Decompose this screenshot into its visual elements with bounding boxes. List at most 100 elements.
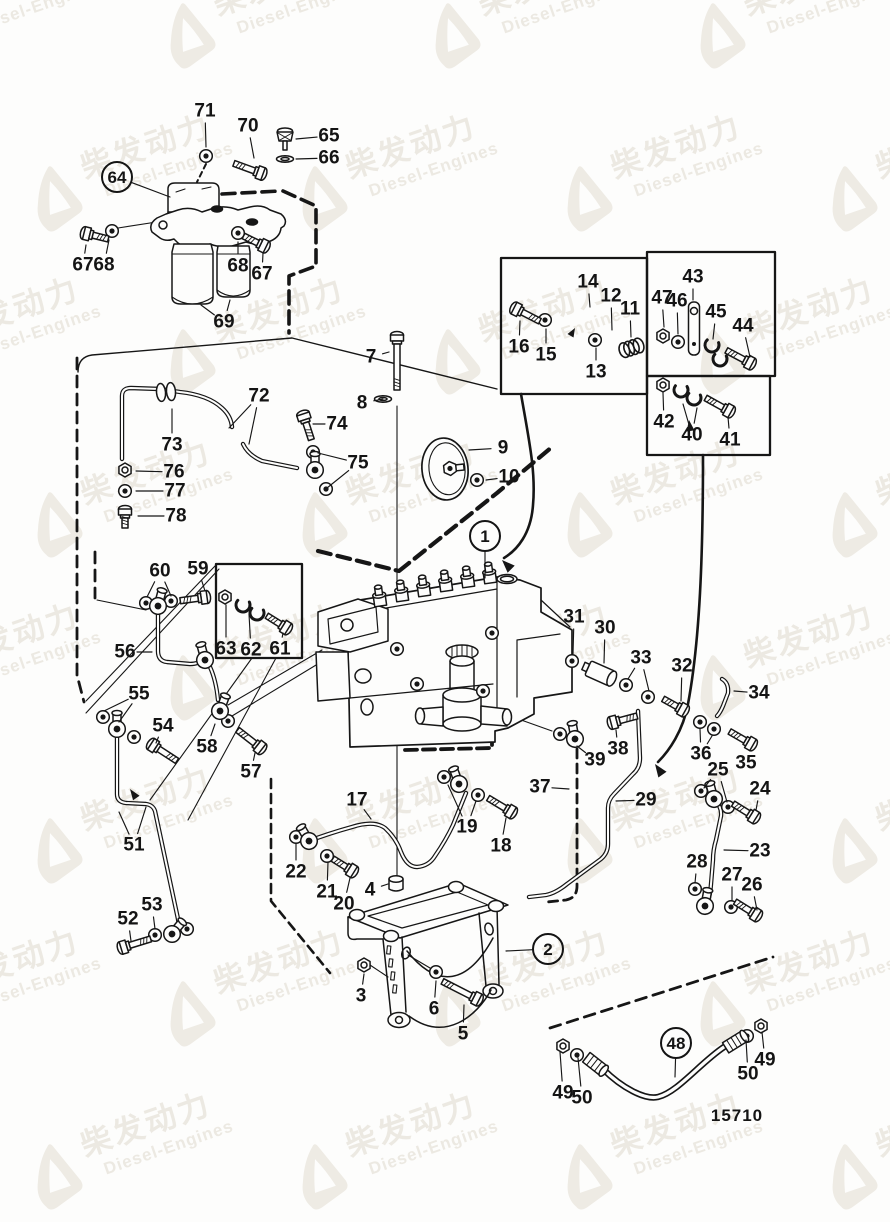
bolt-glyph (732, 898, 764, 923)
watermark-logo-icon (832, 1144, 878, 1210)
inset-boxes (214, 250, 777, 660)
bushing-glyph (388, 875, 404, 892)
part-callout-75: 75 (347, 452, 369, 474)
part-callout-23: 23 (749, 840, 771, 862)
inset-box (645, 374, 772, 457)
bolt-glyph (440, 977, 485, 1007)
watermark-logo-icon (170, 329, 216, 395)
watermark-logo-icon (170, 655, 216, 721)
watermark-tile: 柴发动力 Diesel-Engines (810, 1074, 890, 1219)
part-callout-54: 54 (152, 715, 174, 737)
part-callout-50: 50 (571, 1087, 593, 1109)
part-callout-24: 24 (749, 778, 771, 800)
mounting-bracket (347, 880, 509, 1029)
part-callout-9: 9 (497, 437, 509, 459)
banjo-fitting-glyph (210, 692, 231, 721)
part-callout-66: 66 (318, 147, 340, 169)
banjo-fitting-glyph (704, 780, 724, 809)
vent-screw-glyph (276, 127, 294, 151)
watermark-tile: 柴发动力 Diesel-Engines (678, 259, 890, 404)
watermark-logo-icon (302, 166, 348, 232)
hidden-reference-dashes (75, 163, 775, 1030)
washer-glyph (198, 148, 214, 164)
part-callout-11: 11 (619, 298, 641, 320)
part-callout-55: 55 (128, 683, 150, 705)
watermark-tile: 柴发动力 Diesel-Engines (280, 422, 506, 567)
part-callout-31: 31 (563, 606, 585, 628)
delivery-valve-glyph (393, 579, 410, 603)
part-callout-67: 67 (251, 263, 273, 285)
flat-washer-glyph (275, 155, 295, 163)
part-callout-43: 43 (682, 266, 704, 288)
part-callout-37: 37 (529, 776, 551, 798)
part-callout-3: 3 (355, 985, 367, 1007)
part-callout-68: 68 (227, 255, 249, 277)
part-callout-38: 38 (607, 738, 629, 760)
watermark-tile: 柴发动力 Diesel-Engines (810, 422, 890, 567)
pipe-clamp-glyph (703, 336, 721, 354)
part-callout-18: 18 (490, 835, 512, 857)
part-callout-47: 47 (651, 287, 673, 309)
washer-glyph (469, 472, 485, 488)
part-callout-22: 22 (285, 861, 307, 883)
washer-glyph (618, 677, 634, 693)
watermark-tile: 柴发动力 Diesel-Engines (678, 911, 890, 1056)
nut-glyph (357, 957, 371, 973)
watermark-tile: 柴发动力 Diesel-Engines (545, 422, 771, 567)
watermark-tile: 柴发动力 Diesel-Engines (545, 1074, 771, 1219)
part-callout-36: 36 (690, 743, 712, 765)
part-callout-14: 14 (577, 271, 599, 293)
pipe-clamp-glyph (234, 596, 252, 614)
watermark-tile: 柴发动力 Diesel-Engines (413, 911, 639, 1056)
part-callout-35: 35 (735, 752, 757, 774)
bolt-glyph (179, 589, 212, 606)
washer-glyph (389, 641, 405, 657)
spring-glyph (618, 337, 645, 359)
watermark-tile: 柴发动力 Diesel-Engines (15, 1074, 241, 1219)
watermark-logo-icon (170, 3, 216, 69)
part-callout-53: 53 (141, 894, 163, 916)
nut-glyph (656, 328, 670, 344)
watermark-tile: 柴发动力 Diesel-Engines (545, 748, 771, 893)
bolt-glyph (79, 225, 110, 243)
part-callout-27: 27 (721, 864, 743, 886)
nut-glyph (556, 1038, 570, 1054)
part-callout-78: 78 (165, 505, 187, 527)
part-callout-42: 42 (653, 411, 675, 433)
part-callout-19: 19 (456, 816, 478, 838)
part-callout-67: 67 (72, 254, 94, 276)
part-callout-4: 4 (364, 879, 376, 901)
bolt-glyph (730, 800, 762, 825)
bolt-glyph (485, 794, 519, 820)
washer-glyph (117, 483, 133, 499)
part-callout-20: 20 (333, 893, 355, 915)
watermark-logo-icon (302, 1144, 348, 1210)
part-callout-12: 12 (600, 285, 622, 307)
bolt-glyph (389, 330, 405, 391)
part-callout-74: 74 (326, 413, 348, 435)
watermark-logo-icon (37, 166, 83, 232)
pipe-clamp-glyph (685, 389, 703, 407)
watermark-tile: 柴发动力 Diesel-Engines (148, 585, 374, 730)
injection-pump-body (315, 576, 573, 748)
watermark-logo-icon (435, 329, 481, 395)
washer-glyph (670, 334, 686, 350)
inset-box (214, 562, 304, 660)
banjo-fitting-glyph (195, 641, 215, 670)
bolt-glyph (727, 728, 759, 752)
watermark-logo-icon (37, 1144, 83, 1210)
part-callout-7: 7 (365, 346, 377, 368)
callout-leader-lines (84, 122, 765, 1087)
bolt-glyph (234, 726, 268, 756)
watermark-logo-icon (700, 655, 746, 721)
part-callout-2: 2 (532, 933, 564, 965)
part-callout-34: 34 (748, 682, 770, 704)
washer-glyph (319, 848, 335, 864)
bolt-glyph (703, 394, 737, 419)
part-callout-69: 69 (213, 311, 235, 333)
washer-glyph (230, 225, 246, 241)
watermark-tile: 柴发动力 Diesel-Engines (280, 96, 506, 241)
part-callout-21: 21 (316, 881, 338, 903)
